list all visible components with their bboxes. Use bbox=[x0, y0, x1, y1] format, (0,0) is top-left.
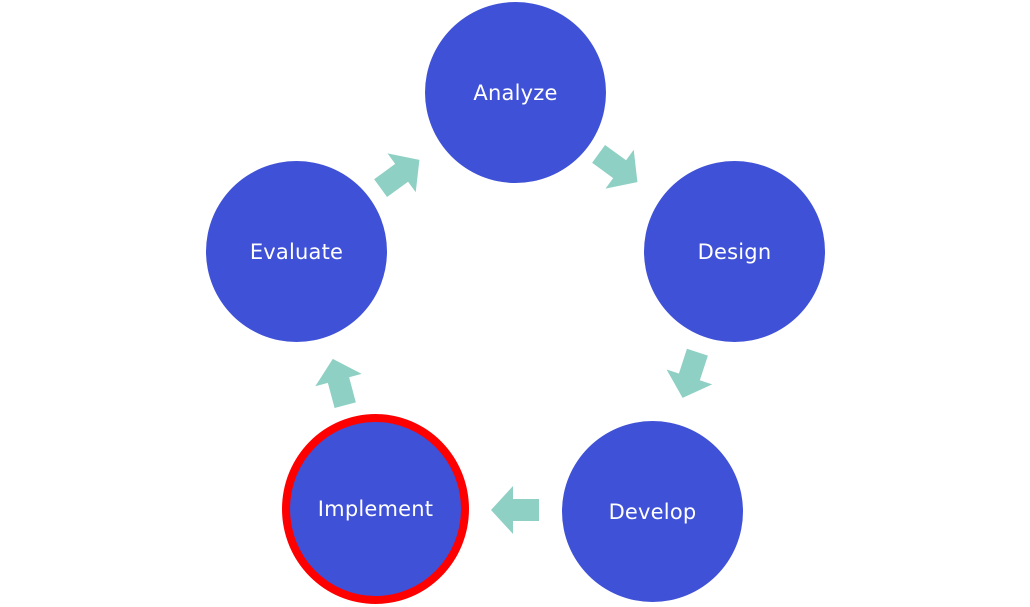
node-implement: Implement bbox=[282, 414, 469, 604]
arrow-right-icon bbox=[655, 340, 726, 411]
node-develop: Develop bbox=[562, 421, 743, 602]
arrow-right-icon bbox=[579, 129, 657, 207]
node-label: Implement bbox=[317, 497, 434, 521]
node-design: Design bbox=[644, 161, 825, 342]
arrow-right-icon bbox=[305, 348, 374, 417]
arrow-right-icon bbox=[361, 135, 439, 213]
arrow-right-icon bbox=[487, 482, 543, 538]
node-evaluate: Evaluate bbox=[206, 161, 387, 342]
node-analyze: Analyze bbox=[425, 2, 606, 183]
node-label: Develop bbox=[608, 499, 697, 524]
node-label: Analyze bbox=[473, 80, 558, 105]
node-label: Evaluate bbox=[249, 239, 344, 264]
node-label: Design bbox=[697, 239, 772, 264]
